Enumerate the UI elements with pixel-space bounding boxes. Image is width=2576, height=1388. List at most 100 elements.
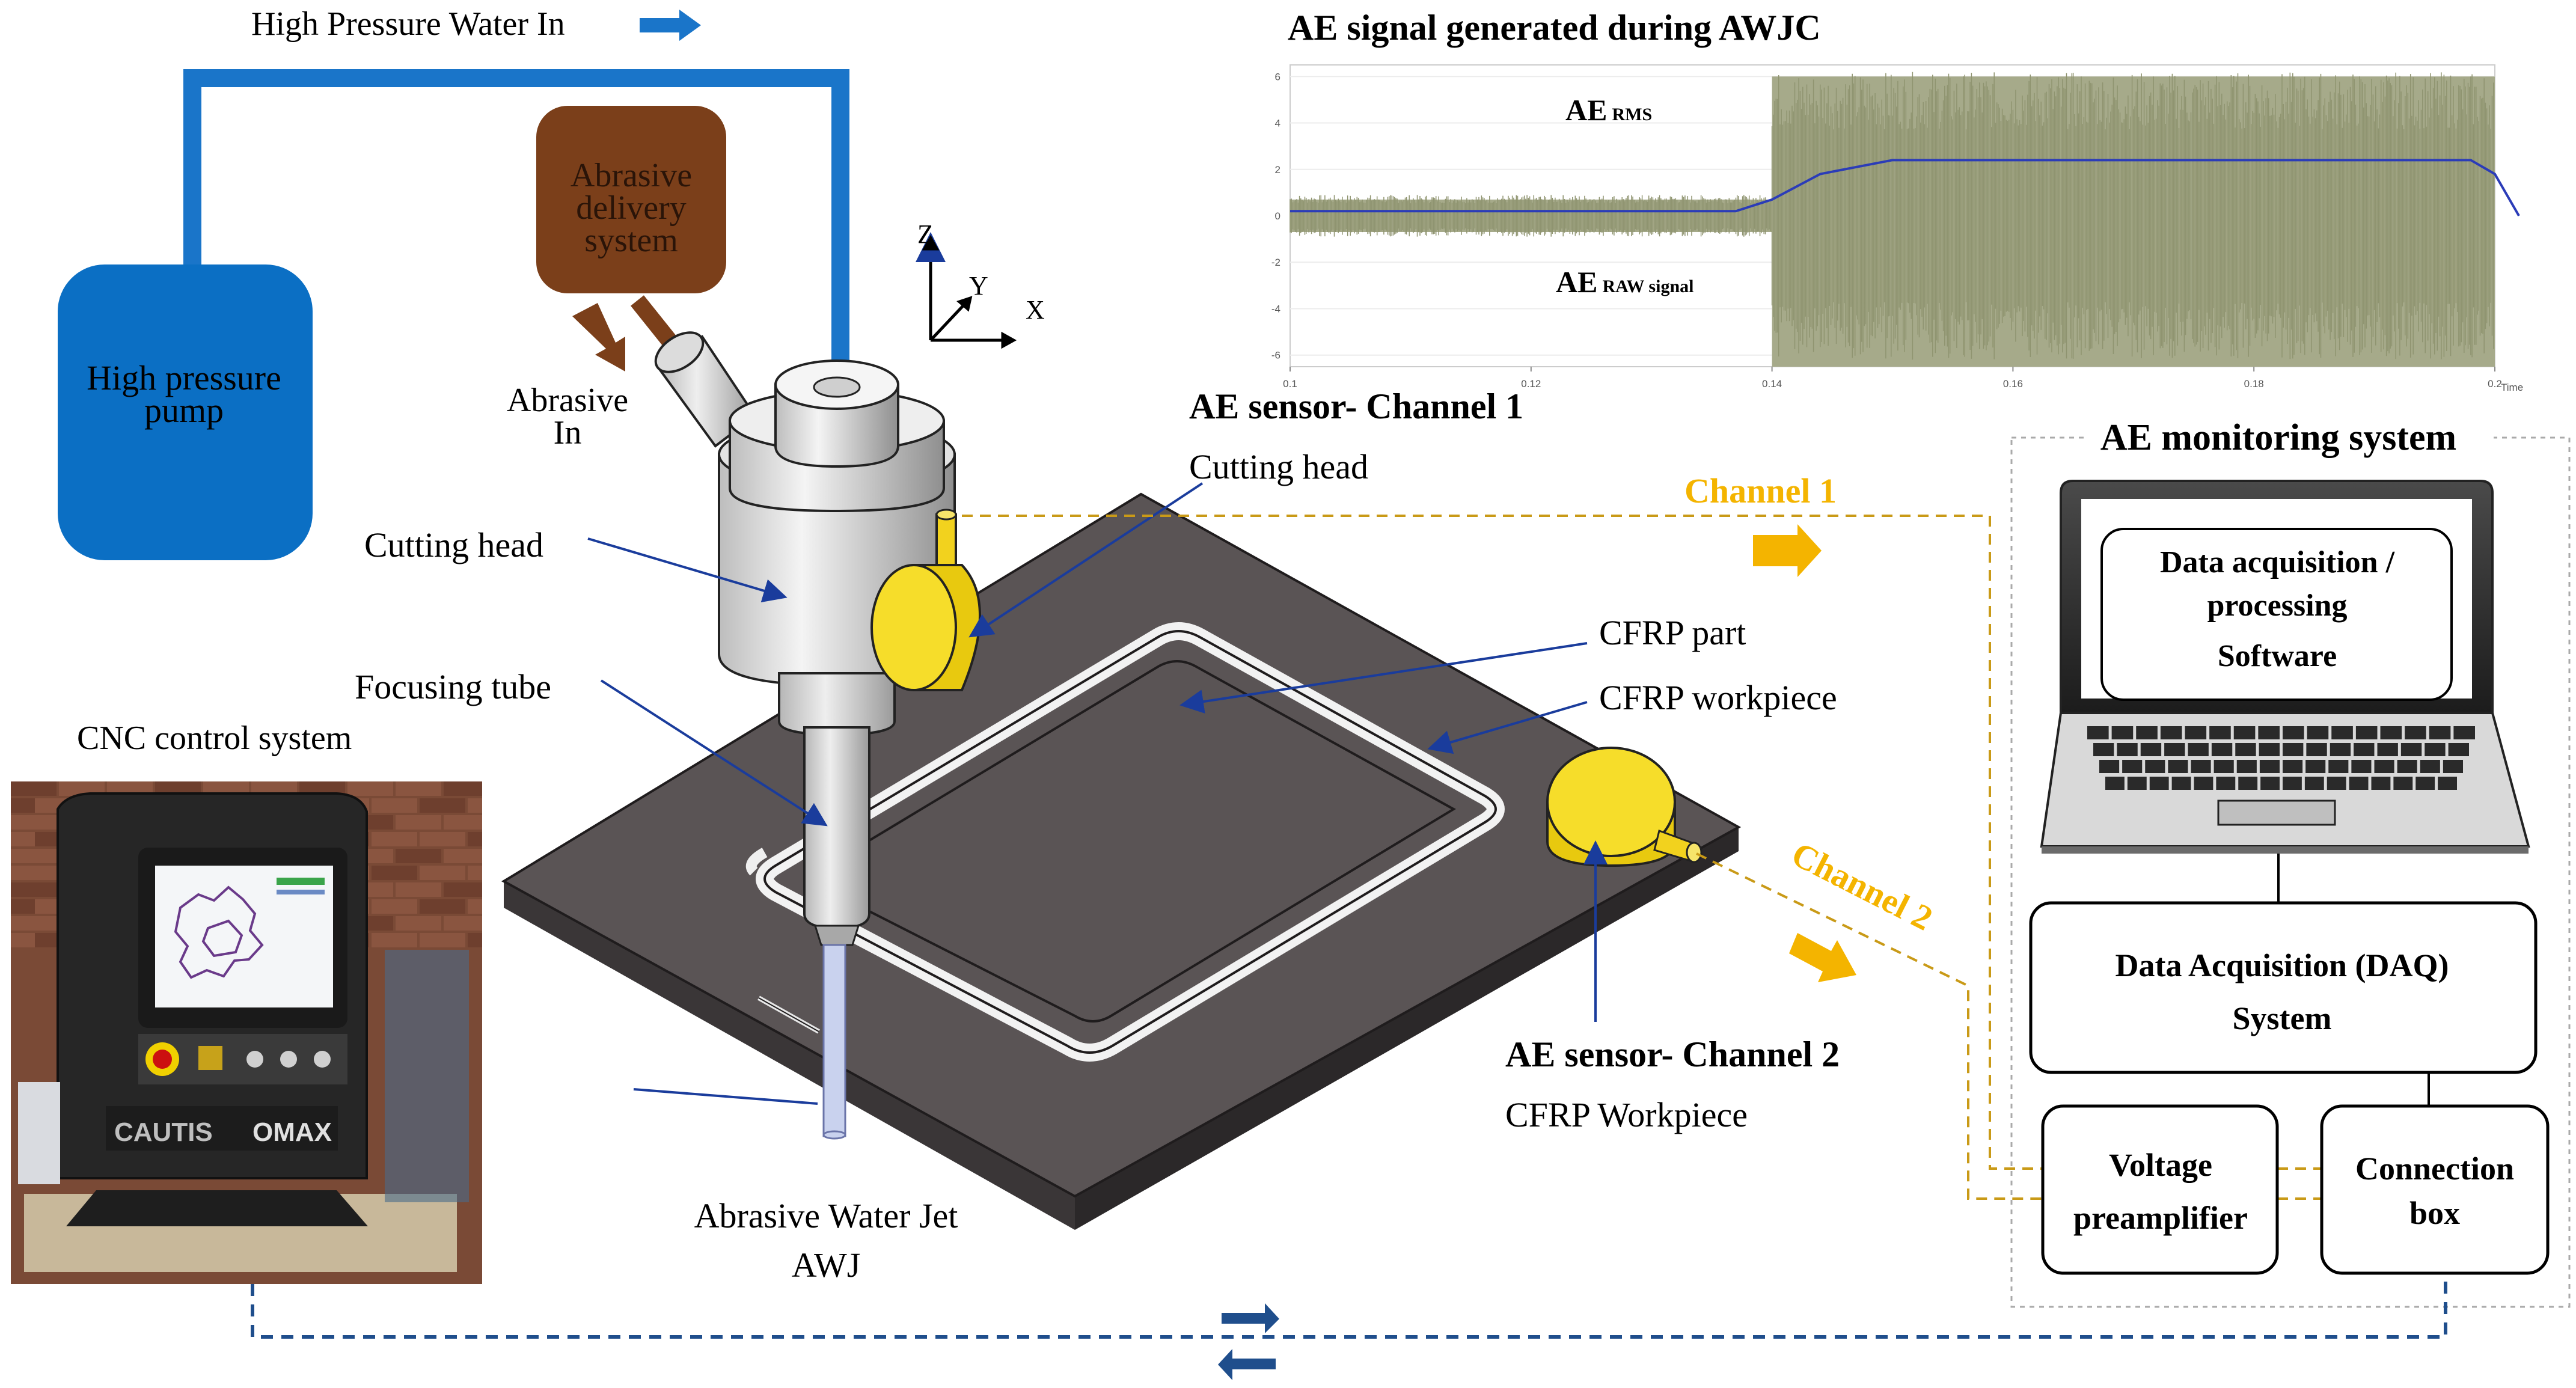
brick: [396, 849, 441, 863]
keyboard-key: [2099, 760, 2120, 773]
svg-text:delivery: delivery: [576, 189, 686, 227]
keyboard-key: [2233, 726, 2256, 739]
brick: [420, 866, 465, 880]
gear-icon: [174, 885, 264, 979]
keyboard-key: [2443, 760, 2463, 773]
brick: [11, 916, 57, 931]
x-axis-label: Time: [2501, 382, 2523, 393]
keyboard-key: [2305, 760, 2326, 773]
brick: [444, 916, 482, 931]
keyboard-key: [2093, 743, 2114, 756]
svg-text:Data Acquisition (DAQ): Data Acquisition (DAQ): [2115, 947, 2449, 983]
keyboard-key: [2235, 743, 2256, 756]
brick: [11, 882, 57, 897]
cnc-brand-1: CAUTIS: [114, 1117, 213, 1147]
keyboard-key: [2160, 726, 2182, 739]
keyboard-key: [2259, 760, 2280, 773]
brick: [347, 781, 393, 796]
keyboard-key: [2453, 726, 2475, 739]
coordinate-axes: [916, 232, 1017, 349]
ae-monitoring-system: AE monitoring system Data acquisition / …: [2010, 417, 2571, 1308]
y-tick-label: 2: [1275, 164, 1280, 176]
cfrp-part-label: CFRP part: [1599, 613, 1746, 652]
keyboard-key: [2168, 760, 2188, 773]
brick: [396, 882, 441, 897]
x-tick-label: 0.1: [1283, 378, 1297, 390]
keyboard-key: [2259, 743, 2280, 756]
channel-1-label: Channel 1: [1684, 471, 1837, 510]
x-tick-label: 0.14: [1762, 378, 1782, 390]
brick: [396, 781, 441, 796]
channel-1-arrow-icon: [1753, 524, 1822, 577]
svg-text:AWJ: AWJ: [792, 1246, 861, 1285]
cfrp-workpiece: [501, 492, 1742, 1230]
brick: [468, 866, 482, 880]
keyboard-key: [2149, 777, 2169, 790]
keyboard-key: [2377, 743, 2398, 756]
keyboard-key: [2185, 726, 2207, 739]
channel-2-arrow-icon: [1789, 933, 1856, 982]
keyboard-key: [2327, 777, 2346, 790]
keyboard-key: [2448, 743, 2469, 756]
cnc-brand-2: OMAX: [252, 1117, 332, 1147]
keyboard-key: [2194, 777, 2213, 790]
focusing-tube-label: Focusing tube: [355, 667, 551, 706]
cnc-control-photo: CAUTIS OMAX: [11, 781, 482, 1284]
svg-text:In: In: [554, 414, 582, 451]
keyboard-key: [2349, 777, 2369, 790]
ae-sensor-ch2-title: AE sensor- Channel 2: [1505, 1035, 1840, 1074]
preamp-label-1: Voltage: [2109, 1147, 2212, 1183]
abrasive-system-label-3: system: [584, 222, 678, 259]
keyboard-key: [2371, 777, 2391, 790]
svg-text:Connection: Connection: [2355, 1151, 2514, 1187]
keyboard-key: [2260, 777, 2280, 790]
keyboard-key: [2354, 743, 2375, 756]
brick: [420, 832, 465, 846]
keyboard-key: [2380, 726, 2402, 739]
brick: [396, 916, 441, 931]
ae-sensor-channel-1: [870, 509, 981, 691]
keyboard-key: [2283, 760, 2303, 773]
svg-text:preamplifier: preamplifier: [2073, 1200, 2248, 1236]
brick: [444, 781, 482, 796]
x-tick-label: 0.2: [2488, 378, 2502, 390]
brick: [372, 798, 417, 813]
keyboard-key: [2438, 777, 2457, 790]
keyboard-key: [2393, 777, 2413, 790]
channel-cables: [962, 515, 2322, 1200]
ae-sensor-channel-2: [1546, 747, 1703, 867]
keyboard-key: [2351, 760, 2372, 773]
y-tick-label: 6: [1275, 71, 1280, 82]
y-tick-label: -6: [1271, 350, 1280, 361]
cfrp-workpiece-label: CFRP workpiece: [1599, 678, 1837, 717]
brick: [468, 798, 482, 813]
brick: [372, 933, 417, 947]
abrasive-in-label-2: In: [554, 414, 582, 451]
svg-text:High pressure: High pressure: [87, 358, 281, 397]
chart-title: AE signal generated during AWJC: [1288, 8, 1821, 47]
y-tick-label: -4: [1271, 303, 1280, 314]
daq-system-label-1: Data Acquisition (DAQ): [2115, 947, 2449, 983]
svg-text:Abrasive: Abrasive: [571, 157, 692, 194]
daq-software-label-1: Data acquisition /: [2160, 545, 2395, 579]
keyboard-key: [2258, 726, 2280, 739]
raw-signal-spikes: [1290, 72, 2494, 360]
abrasive-system-label-1: Abrasive: [571, 157, 692, 194]
axis-x-label: X: [1026, 295, 1045, 325]
keyboard-key: [2171, 777, 2191, 790]
keyboard-key: [2374, 760, 2394, 773]
pump-label-1: High pressure: [87, 358, 281, 397]
brick: [468, 832, 482, 846]
brick: [372, 832, 417, 846]
brick: [420, 933, 465, 947]
keyboard-key: [2209, 726, 2231, 739]
keyboard-key: [2188, 743, 2209, 756]
keyboard-key: [2122, 760, 2143, 773]
x-tick-label: 0.18: [2244, 378, 2264, 390]
keyboard-key: [2127, 777, 2147, 790]
monitoring-system-title: AE monitoring system: [2100, 417, 2456, 458]
ae-sensor-ch1-title: AE sensor- Channel 1: [1189, 387, 1523, 426]
